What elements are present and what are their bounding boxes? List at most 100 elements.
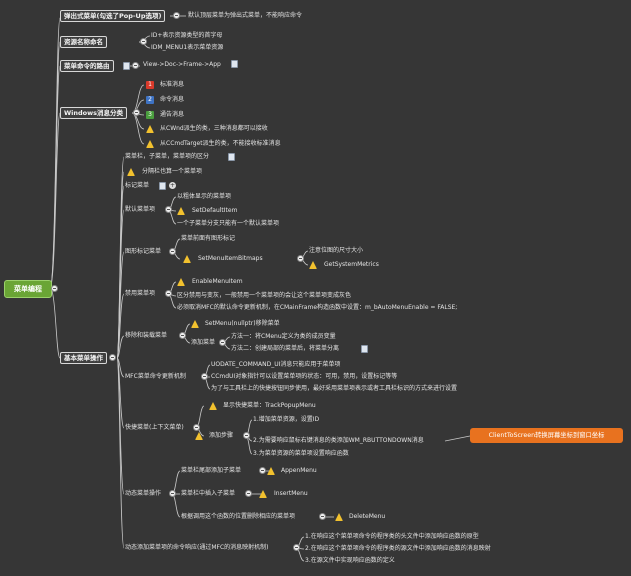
collapse-toggle-icon[interactable]	[219, 339, 226, 346]
shortcut-step-2: 2.为需要响应鼠标右键消息的类添加WM_RBUTTONDOWN消息	[253, 437, 424, 444]
note-icon[interactable]	[228, 153, 235, 161]
basic-update: MFC菜单命令更新机制	[125, 373, 186, 380]
basic-default: 默认菜单项	[125, 206, 156, 213]
route-item: View->Doc->Frame->App	[143, 61, 221, 68]
winmsg-item-2: 命令消息	[160, 96, 185, 103]
collapse-toggle-icon[interactable]	[173, 12, 180, 19]
bitmap-item-3: 注意位图的尺寸大小	[309, 247, 364, 254]
winmsg-item-5: 从CCmdTarget派生的类，不能接收标准消息	[160, 140, 281, 147]
collapse-toggle-icon[interactable]	[140, 38, 147, 45]
dynamic-func-1: AppenMenu	[281, 467, 317, 474]
branch-windows-messages[interactable]: Windows消息分类	[60, 107, 128, 119]
collapse-toggle-icon[interactable]	[245, 490, 252, 497]
collapse-toggle-icon[interactable]	[201, 373, 208, 380]
collapse-toggle-icon[interactable]	[165, 290, 172, 297]
shortcut-item-1: 显示快捷菜单：TrackPopupMenu	[223, 402, 316, 409]
update-item-1: UODATE_COMMAND_UI消息只能应用于菜单项	[211, 361, 341, 368]
note-icon[interactable]	[231, 60, 238, 68]
dynamic-item-1: 菜单栏尾部添加子菜单	[181, 467, 242, 474]
basic-dynamic-command: 动态添加菜单项的命令响应(通过MFC的消息映射机制)	[125, 544, 269, 551]
collapse-toggle-icon[interactable]	[297, 255, 304, 262]
default-item-1: 以粗体显示的菜单项	[177, 193, 232, 200]
expand-icon[interactable]: +	[169, 182, 176, 189]
disable-item-3: 必须取消MFC的默认命令更新机制，在CMainFrame构造函数中设置：m_bA…	[177, 304, 458, 311]
update-item-2: CCmdUI对象指针可以设置菜单项的状态：可用，禁用，设置标记等等	[211, 373, 398, 380]
note-icon[interactable]	[361, 345, 368, 353]
basic-menubar: 菜单栏，子菜单，菜单项的区分	[125, 153, 210, 160]
warning-icon	[146, 125, 154, 133]
warning-icon	[335, 513, 343, 521]
naming-item-1: ID+表示资源类型的首字母	[151, 32, 223, 39]
remove-item-1: SetMenu(nullptr)移除菜单	[205, 320, 280, 327]
warning-icon	[209, 402, 217, 410]
branch-route[interactable]: 菜单命令的路由	[60, 60, 114, 72]
bitmap-item-1: 菜单前面有图形标记	[181, 235, 236, 242]
collapse-toggle-icon[interactable]	[319, 513, 326, 520]
popup-note: 默认顶层菜单为弹出式菜单，不能响应命令	[188, 12, 303, 19]
highlight-node[interactable]: ClientToScreen转换屏幕坐标到窗口坐标	[470, 428, 623, 443]
collapse-toggle-icon[interactable]	[169, 248, 176, 255]
bitmap-item-2: SetMenuItemBitmaps	[198, 255, 263, 262]
shortcut-item-2: 添加步骤	[209, 432, 234, 439]
shortcut-step-1: 1.增加菜单资源，设置ID	[253, 416, 320, 423]
warning-icon	[259, 490, 267, 498]
warning-icon	[309, 261, 317, 269]
dyncmd-item-1: 1.在响应这个菜单项命令的程序类的头文件中添加响应函数的原型	[305, 533, 479, 540]
dynamic-func-2: InsertMenu	[274, 490, 308, 497]
collapse-toggle-icon[interactable]	[293, 544, 300, 551]
branch-popup[interactable]: 弹出式菜单(勾选了Pop-Up选项)	[60, 10, 166, 22]
priority-1-icon: 1	[146, 81, 154, 89]
collapse-toggle-icon[interactable]	[109, 354, 116, 361]
collapse-toggle-icon[interactable]	[132, 62, 139, 69]
collapse-toggle-icon[interactable]	[51, 285, 58, 292]
warning-icon	[195, 432, 203, 440]
bitmap-item-4: GetSystemMetrics	[324, 261, 379, 268]
dynamic-item-3: 根据调用这个函数的位置删除相应的菜单项	[181, 513, 296, 520]
dynamic-item-2: 菜单栏中插入子菜单	[181, 490, 236, 497]
dyncmd-item-3: 3.在源文件中实现响应函数的定义	[305, 557, 395, 564]
basic-mark-menu: 标记菜单	[125, 182, 150, 189]
priority-3-icon: 3	[146, 111, 154, 119]
warning-icon	[191, 320, 199, 328]
basic-separator: 分隔栏也算一个菜单项	[142, 168, 203, 175]
default-item-2: SetDefaultItem	[192, 207, 238, 214]
remove-item-2: 添加菜单	[191, 339, 216, 346]
shortcut-step-3: 3.为菜单资源的菜单项设置响应函数	[253, 450, 349, 457]
dynamic-func-3: DeleteMenu	[349, 513, 386, 520]
branch-basic-ops[interactable]: 基本菜单操作	[60, 352, 107, 364]
warning-icon	[183, 255, 191, 263]
winmsg-item-4: 从CWnd派生的类，三种消息都可以接收	[160, 125, 268, 132]
branch-naming[interactable]: 资源名称命名	[60, 36, 107, 48]
basic-shortcut: 快捷菜单(上下文菜单)	[125, 424, 184, 431]
dyncmd-item-2: 2.在响应这个菜单项命令的程序类的源文件中添加响应函数的消息映射	[305, 545, 491, 552]
remove-item-3: 方法一：将CMenu定义为类的成员变量	[231, 333, 336, 340]
remove-item-4: 方法二：创建局部的菜单后，将菜单分离	[231, 345, 340, 352]
root-node[interactable]: 菜单编程	[4, 280, 52, 298]
basic-disable: 禁用菜单项	[125, 290, 156, 297]
basic-remove-load: 移除和装载菜单	[125, 332, 168, 339]
warning-icon	[177, 207, 185, 215]
note-icon[interactable]	[123, 62, 130, 70]
collapse-toggle-icon[interactable]	[169, 490, 176, 497]
winmsg-item-1: 标准消息	[160, 81, 185, 88]
basic-bitmap: 图形标记菜单	[125, 248, 162, 255]
warning-icon	[267, 467, 275, 475]
collapse-toggle-icon[interactable]	[165, 206, 172, 213]
basic-dynamic: 动态菜单操作	[125, 490, 162, 497]
update-item-3: 为了与工具栏上的快捷按钮同步使用，最好采用菜单项表示或者工具栏标识的方式来进行设…	[211, 385, 458, 392]
collapse-toggle-icon[interactable]	[259, 467, 266, 474]
default-item-3: 一个子菜单分支只能有一个默认菜单项	[177, 220, 280, 227]
disable-item-1: EnableMenuItem	[192, 278, 243, 285]
winmsg-item-3: 通告消息	[160, 111, 185, 118]
warning-icon	[177, 278, 185, 286]
collapse-toggle-icon[interactable]	[193, 424, 200, 431]
collapse-toggle-icon[interactable]	[179, 332, 186, 339]
disable-item-2: 区分禁用与变灰，一般禁用一个菜单项的会让这个菜单项变成灰色	[177, 292, 352, 299]
warning-icon	[146, 140, 154, 148]
note-icon[interactable]	[159, 182, 166, 190]
collapse-toggle-icon[interactable]	[133, 109, 140, 116]
collapse-toggle-icon[interactable]	[243, 432, 250, 439]
naming-item-2: IDM_MENU1表示菜单资源	[151, 44, 224, 51]
